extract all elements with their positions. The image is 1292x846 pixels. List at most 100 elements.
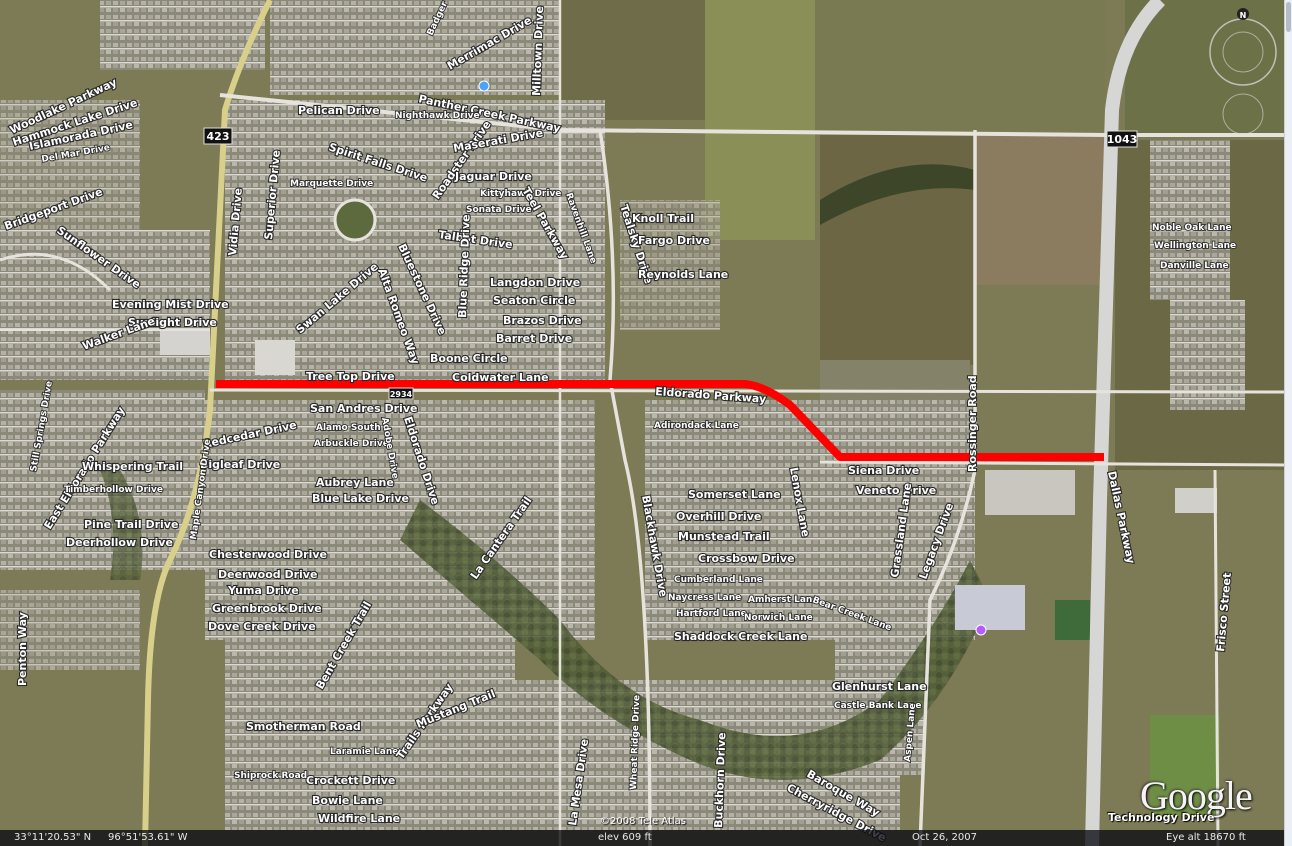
zoom-control[interactable] <box>1222 93 1264 135</box>
vertical-scrollbar[interactable] <box>1284 0 1292 846</box>
longitude-readout: 96°51'53.61" W <box>108 832 188 843</box>
farm-field <box>975 135 1105 285</box>
school-building <box>955 585 1025 630</box>
street-label: Hartford Lane <box>676 609 747 619</box>
street-label: Bigleaf Drive <box>200 458 280 471</box>
street-label: Somerset Lane <box>688 488 781 501</box>
street-label: Whispering Trail <box>82 460 183 473</box>
street-label: Boone Circle <box>430 352 508 365</box>
street-label: Milltown Drive <box>530 6 546 96</box>
street-label: Fargo Drive <box>638 234 710 247</box>
street-label: Timberhollow Drive <box>64 485 163 495</box>
street-label: Deerwood Drive <box>218 568 317 581</box>
street-label: Munstead Trail <box>678 530 770 543</box>
street-label: Laramie Lane <box>330 747 398 757</box>
scrollbar-thumb[interactable] <box>1286 2 1291 32</box>
street-label: San Andres Drive <box>310 402 417 415</box>
highlighted-route <box>216 380 1104 461</box>
neighborhood-block <box>270 0 560 95</box>
google-logo: Google <box>1140 773 1253 818</box>
street-label: Penton Way <box>16 612 29 686</box>
street-label: Blue Ridge Drive <box>456 214 473 318</box>
street-label: Aubrey Lane <box>316 476 394 489</box>
neighborhood-block <box>1150 140 1230 300</box>
imagery-date: Oct 26, 2007 <box>912 832 977 843</box>
street-label: Shaddock Creek Lane <box>674 630 807 643</box>
neighborhood-block <box>1170 300 1245 410</box>
highway-shield-423: 423 <box>203 127 233 145</box>
tree-line <box>820 164 975 225</box>
street-label: Naycress Lane <box>668 593 741 603</box>
street-label: Pelican Drive <box>298 104 380 117</box>
street-label: Wildfire Lane <box>318 812 400 825</box>
creek-greenbelt <box>400 500 990 780</box>
street-label: Seaton Circle <box>493 294 575 307</box>
eye-altitude-readout: Eye alt 18670 ft <box>1166 832 1246 843</box>
svg-text:1043: 1043 <box>1107 133 1138 146</box>
street-label: Wellington Lane <box>1154 241 1236 251</box>
street-label: Wheat Ridge Drive <box>629 695 642 790</box>
street-label: Crossbow Drive <box>698 552 795 565</box>
street-label: Marquette Drive <box>290 179 373 189</box>
traffic-circle <box>333 198 377 242</box>
neighborhood-block <box>100 0 265 70</box>
compass-control[interactable]: N <box>1209 8 1277 86</box>
street-label: Coldwater Lane <box>452 371 549 384</box>
placemark-icon[interactable] <box>975 624 987 636</box>
street-label: Nighthawk Drive <box>395 111 480 121</box>
latitude-readout: 33°11'20.53" N <box>14 832 92 843</box>
street-label: Veneto Drive <box>856 484 936 497</box>
street-label: Castle Bank Lane <box>834 701 921 711</box>
neighborhood-block <box>0 590 140 670</box>
commercial-building <box>1175 488 1217 513</box>
street-label: Evening Mist Drive <box>112 298 229 311</box>
street-label: Reynolds Lane <box>638 268 728 281</box>
farm-field <box>705 0 815 240</box>
street-label: Kittyhawk Drive <box>480 189 561 199</box>
neighborhood-block <box>645 400 975 640</box>
street-label: Jaguar Drive <box>454 170 532 183</box>
neighborhood-block <box>620 200 720 330</box>
street-label: Chesterwood Drive <box>209 548 327 561</box>
street-label: Yuma Drive <box>227 584 299 597</box>
street-label: Sunlight Drive <box>128 316 217 329</box>
street-label: Alamo South <box>316 423 381 433</box>
neighborhood-block <box>0 390 205 570</box>
svg-text:423: 423 <box>207 130 230 143</box>
status-bar: 33°11'20.53" N 96°51'53.61" W elev 609 f… <box>0 830 1284 846</box>
street-label: Norwich Lane <box>744 613 813 623</box>
commercial-building <box>255 340 295 375</box>
street-label: Noble Oak Lane <box>1152 223 1232 233</box>
street-label: Danville Lane <box>1160 261 1229 271</box>
street-label: Bowie Lane <box>312 794 383 807</box>
street-label: Blue Lake Drive <box>312 492 409 505</box>
street-label: Smotherman Road <box>246 720 361 733</box>
street-label: Brazos Drive <box>503 314 582 327</box>
street-label: Pine Trail Drive <box>84 518 178 531</box>
street-label: Dove Creek Drive <box>208 620 316 633</box>
highway-shield-2934: 2934 <box>388 387 414 400</box>
highway-shield-1043: 1043 <box>1106 130 1138 148</box>
street-label: Greenbrook Drive <box>212 602 322 615</box>
street-label: Cumberland Lane <box>674 575 763 585</box>
open-field <box>1150 715 1220 815</box>
commercial-building <box>160 330 210 355</box>
farm-field <box>815 0 1105 130</box>
street-label: Glenhurst Lane <box>832 680 927 693</box>
street-label: Barret Drive <box>496 332 572 345</box>
street-label: Langdon Drive <box>490 276 580 289</box>
placemark-icon[interactable] <box>478 80 490 92</box>
street-label: Sonata Drive <box>466 205 532 215</box>
svg-text:N: N <box>1240 11 1247 20</box>
street-label: Knoll Trail <box>632 212 694 225</box>
street-label: Tree Top Drive <box>306 370 395 383</box>
street-label: Technology Drive <box>1108 811 1215 824</box>
neighborhood-block <box>225 100 605 380</box>
street-label: Deerhollow Drive <box>66 536 173 549</box>
svg-text:2934: 2934 <box>390 390 413 399</box>
copyright-notice: ©2008 Tele Atlas <box>600 816 687 827</box>
street-label: Shiprock Road <box>234 771 307 781</box>
street-label: Overhill Drive <box>676 510 761 523</box>
